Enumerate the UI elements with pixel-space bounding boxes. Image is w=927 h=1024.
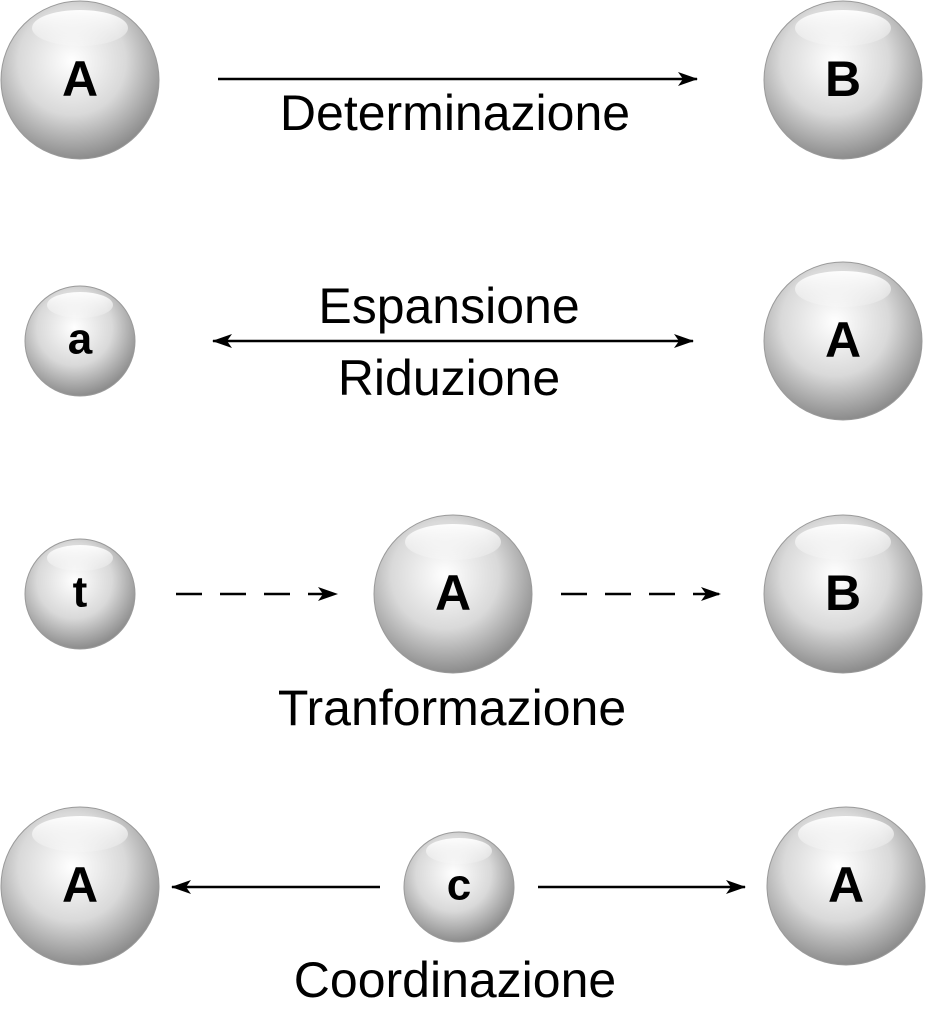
row-espansione-riduzione: a Espansione Riduzione A [24,261,923,421]
sphere-letter: B [825,565,861,621]
relation-label-bottom: Riduzione [338,350,560,406]
relation-label-top: Espansione [318,278,579,334]
relation-label: Determinazione [280,85,630,141]
sphere-letter: A [825,312,861,368]
sphere-letter: B [825,51,861,107]
sphere-r4-left: A [0,806,160,966]
relation-label: Tranformazione [278,680,626,736]
relation-label: Coordinazione [294,952,616,1008]
sphere-letter: A [62,857,98,913]
sphere-letter: a [68,315,93,364]
sphere-r1-left: A [0,0,160,160]
sphere-r1-right: B [763,0,923,160]
row-determinazione: A Determinazione B [0,0,923,160]
row-tranformazione: t A B Tranformazione [24,514,923,736]
sphere-letter: A [828,857,864,913]
sphere-r3-middle: A [373,514,533,674]
sphere-letter: A [62,51,98,107]
sphere-letter: c [447,861,471,910]
sphere-letter: t [73,568,88,617]
sphere-r3-left: t [24,538,136,650]
sphere-r2-right: A [763,261,923,421]
sphere-r4-right: A [766,806,926,966]
sphere-r2-left: a [24,285,136,397]
sphere-letter: A [435,565,471,621]
row-coordinazione: A c A Coordinazione [0,806,926,1008]
sphere-r3-right: B [763,514,923,674]
sphere-r4-middle: c [403,831,515,943]
